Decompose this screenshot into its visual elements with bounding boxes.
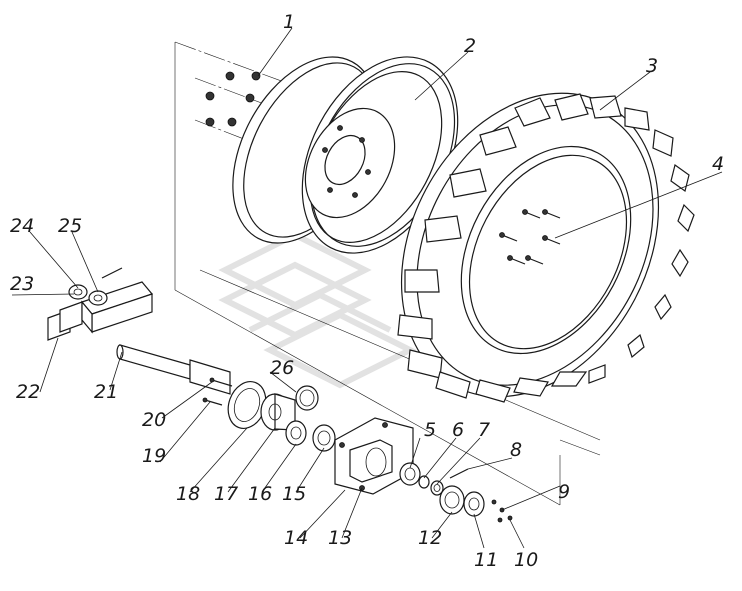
callout-10: 10 bbox=[514, 549, 538, 571]
part-6-washer bbox=[418, 475, 430, 489]
callout-labels: 1 2 3 4 5 6 7 8 9 10 11 12 13 14 15 16 1… bbox=[10, 11, 724, 571]
callout-26: 26 bbox=[270, 357, 294, 379]
callout-7: 7 bbox=[478, 419, 490, 441]
part-25-cotter-pin bbox=[101, 267, 123, 279]
callout-4: 4 bbox=[712, 153, 724, 175]
part-15-bearing bbox=[312, 424, 336, 452]
callout-8: 8 bbox=[510, 439, 522, 461]
callout-11: 11 bbox=[474, 549, 498, 571]
part-8-cotter-pin bbox=[449, 468, 469, 479]
part-16-cover bbox=[285, 420, 307, 446]
part-3-tire bbox=[397, 92, 695, 403]
part-10-washers bbox=[497, 515, 513, 523]
callout-19: 19 bbox=[142, 445, 166, 467]
callout-22: 22 bbox=[16, 381, 40, 403]
callout-12: 12 bbox=[418, 527, 442, 549]
part-23-nut bbox=[68, 284, 88, 300]
part-24-washer bbox=[88, 290, 108, 306]
callout-16: 16 bbox=[248, 483, 272, 505]
callout-6: 6 bbox=[452, 419, 464, 441]
part-7-nut bbox=[430, 480, 444, 496]
part-26-seal bbox=[295, 385, 319, 411]
part-21-axle-shaft bbox=[116, 344, 231, 395]
callout-21: 21 bbox=[94, 381, 118, 403]
callout-24: 24 bbox=[10, 215, 34, 237]
part-14-housing bbox=[334, 417, 414, 495]
callout-17: 17 bbox=[214, 483, 238, 505]
callout-1: 1 bbox=[283, 11, 295, 33]
callout-5: 5 bbox=[424, 419, 436, 441]
part-11-hub-cap bbox=[463, 491, 485, 517]
part-1-wheel-nuts bbox=[205, 71, 261, 127]
part-5-bearing bbox=[399, 462, 421, 486]
part-2-wheel-disk-rim bbox=[232, 56, 459, 254]
callout-2: 2 bbox=[464, 35, 476, 57]
callout-18: 18 bbox=[176, 483, 200, 505]
callout-25: 25 bbox=[58, 215, 82, 237]
part-12-gasket bbox=[439, 485, 465, 515]
leader-lines bbox=[11, 27, 723, 549]
part-4-wheel-bolts bbox=[499, 209, 561, 265]
watermark-logo bbox=[218, 231, 417, 389]
callout-15: 15 bbox=[282, 483, 306, 505]
callout-13: 13 bbox=[328, 527, 352, 549]
callout-20: 20 bbox=[142, 409, 166, 431]
callout-3: 3 bbox=[646, 55, 658, 77]
callout-23: 23 bbox=[10, 273, 34, 295]
callout-14: 14 bbox=[284, 527, 308, 549]
part-22-bracket bbox=[47, 281, 154, 341]
callout-9: 9 bbox=[558, 481, 570, 503]
